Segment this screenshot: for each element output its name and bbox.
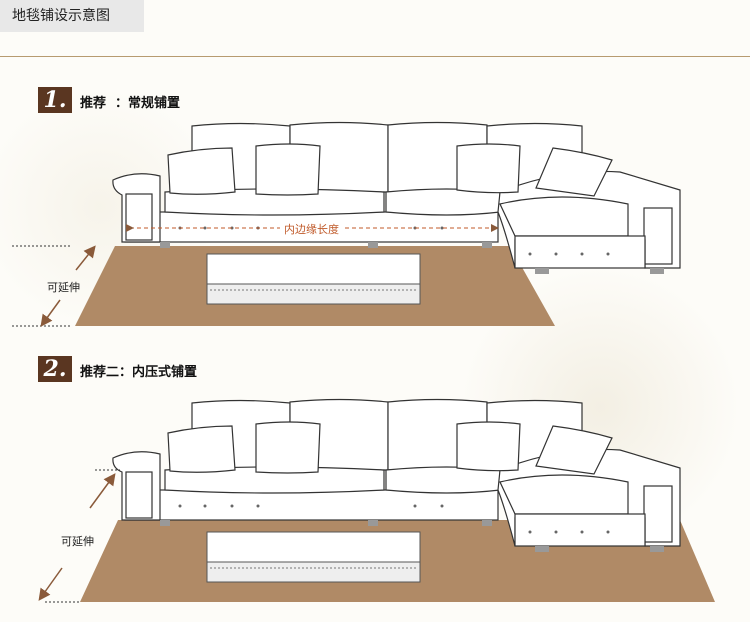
section2-badge: 2. [38, 356, 72, 382]
section2-illustration [38, 398, 715, 603]
throw-pillow [167, 425, 236, 473]
header-divider [0, 56, 750, 57]
throw-pillow [535, 425, 613, 475]
section1-illustration [12, 121, 681, 327]
seat-cushion [164, 466, 385, 494]
throw-pillow [255, 421, 321, 474]
chaise-front [514, 513, 646, 547]
sofa-leg [160, 520, 170, 526]
chaise-front [514, 235, 646, 269]
sofa-leg [368, 242, 378, 248]
sofa-leg [482, 520, 492, 526]
coffee-table-top [206, 253, 421, 285]
sofa-leg [650, 546, 664, 552]
throw-pillow [255, 143, 321, 196]
left-arm [112, 173, 161, 243]
section1-extend-label: 可延伸 [47, 281, 80, 294]
left-arm-panel [125, 193, 153, 241]
page-title: 地毯铺设示意图 [12, 8, 110, 24]
inner-edge-label: 内边缘长度 [282, 221, 341, 237]
throw-pillow [456, 421, 521, 472]
sofa-leg [482, 242, 492, 248]
sofa-leg [650, 268, 664, 274]
left-arm-panel [125, 471, 153, 519]
section1-badge: 1. [38, 87, 72, 113]
chaise-seat [499, 474, 629, 515]
seat-cushion [164, 188, 385, 216]
coffee-table-base [206, 283, 421, 305]
throw-pillow [167, 147, 236, 195]
sofa-leg [535, 546, 549, 552]
coffee-table-base [206, 561, 421, 583]
section2-extend-label: 可延伸 [61, 535, 94, 548]
sofa-leg [368, 520, 378, 526]
left-arm [112, 451, 161, 521]
chaise-seat [499, 196, 629, 237]
sofa-leg [160, 242, 170, 248]
section1-title: 推荐 ：常规铺置 [80, 96, 181, 111]
page-title-tab: 地毯铺设示意图 [0, 0, 144, 32]
section2-title: 推荐二：内压式铺置 [80, 365, 198, 380]
throw-pillow [456, 143, 521, 194]
sofa-leg [535, 268, 549, 274]
throw-pillow [535, 147, 613, 197]
coffee-table-top [206, 531, 421, 563]
